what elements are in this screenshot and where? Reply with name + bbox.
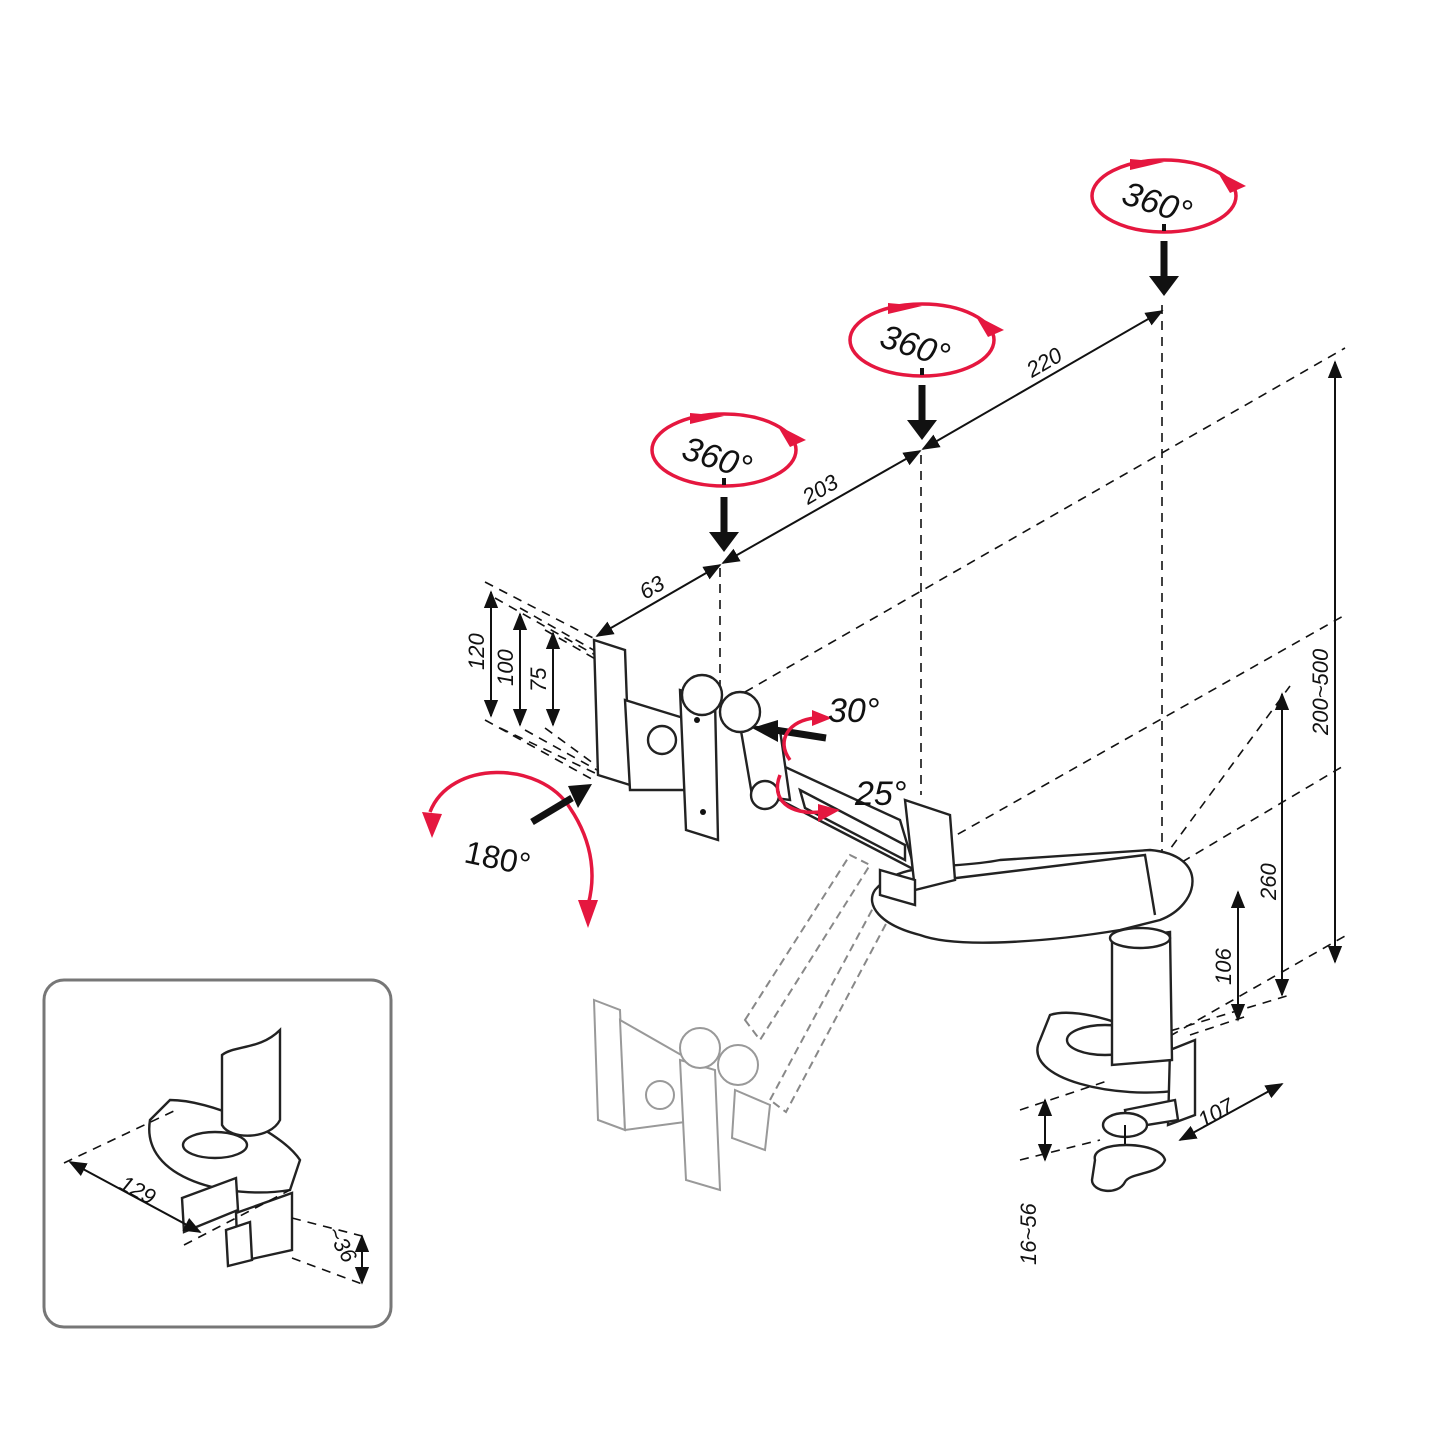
grommet-inset: 129 ~36 bbox=[42, 978, 393, 1329]
rotate-180-label: 180° bbox=[462, 834, 534, 883]
tilt-up-label: 30° bbox=[828, 692, 879, 730]
tilt-down-label: 25° bbox=[854, 775, 906, 813]
dim-107-label: 107 bbox=[1194, 1093, 1239, 1133]
dim-220-label: 220 bbox=[1021, 342, 1067, 383]
height-dimensions: 200~500 260 106 16~56 107 bbox=[1016, 360, 1343, 1265]
tilt-indicators: 30° 25° bbox=[752, 692, 906, 822]
vesa-dimensions: 120 100 75 bbox=[464, 581, 598, 783]
top-dimension-chain: 63 203 220 bbox=[595, 310, 1164, 637]
dim-16-56-label: 16~56 bbox=[1016, 1202, 1041, 1265]
dim-75-label: 75 bbox=[526, 667, 551, 692]
dim-203-label: 203 bbox=[797, 469, 843, 510]
pivot-guides bbox=[719, 305, 1163, 855]
ring3-label: 360° bbox=[1118, 174, 1197, 232]
dim-120-label: 120 bbox=[464, 633, 489, 670]
ghost-lowered-arm bbox=[592, 853, 898, 1192]
rotation-ring-1: 360° bbox=[650, 412, 806, 552]
monitor-arm bbox=[592, 638, 1197, 1192]
dim-63-label: 63 bbox=[635, 570, 669, 604]
ring1-label: 360° bbox=[678, 429, 757, 487]
rotate-180-indicator: 180° bbox=[422, 770, 598, 928]
ring2-label: 360° bbox=[876, 317, 955, 375]
dim-200-500-label: 200~500 bbox=[1308, 648, 1333, 736]
rotation-ring-2: 360° bbox=[848, 302, 1004, 440]
dim-106-label: 106 bbox=[1211, 948, 1236, 985]
dim-260-label: 260 bbox=[1256, 863, 1281, 901]
rotation-ring-3: 360° bbox=[1090, 158, 1246, 296]
dim-100-label: 100 bbox=[493, 649, 518, 686]
